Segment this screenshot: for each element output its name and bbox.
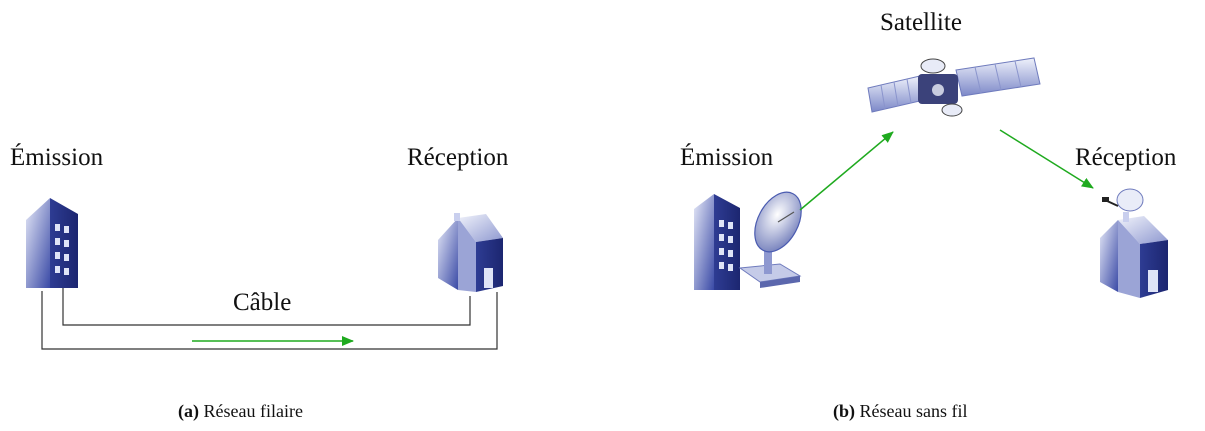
- cable-lines: [41, 288, 498, 350]
- satellite-label: Satellite: [880, 9, 962, 36]
- reception-label-b: Réception: [1075, 144, 1177, 171]
- caption-a-text: Réseau filaire: [203, 401, 303, 421]
- caption-b-text: Réseau sans fil: [859, 401, 968, 421]
- uplink-arrow: [799, 131, 894, 211]
- caption-a-tag: (a): [178, 401, 199, 421]
- emission-label-a: Émission: [10, 144, 104, 171]
- caption-a: (a) Réseau filaire: [178, 402, 303, 420]
- emission-building-icon: [26, 198, 78, 288]
- emission-label-b: Émission: [680, 144, 774, 171]
- emission-building-icon-b: [694, 194, 740, 290]
- caption-b-tag: (b): [833, 401, 855, 421]
- reception-house-dish-icon: [1100, 188, 1168, 298]
- ground-dish-antenna-icon: [738, 191, 802, 288]
- reception-label-a: Réception: [407, 144, 509, 171]
- caption-b: (b) Réseau sans fil: [833, 402, 967, 420]
- downlink-arrow: [999, 129, 1094, 189]
- satellite-icon: [867, 57, 1041, 117]
- cable-label: Câble: [233, 289, 292, 316]
- reception-house-icon: [438, 213, 503, 292]
